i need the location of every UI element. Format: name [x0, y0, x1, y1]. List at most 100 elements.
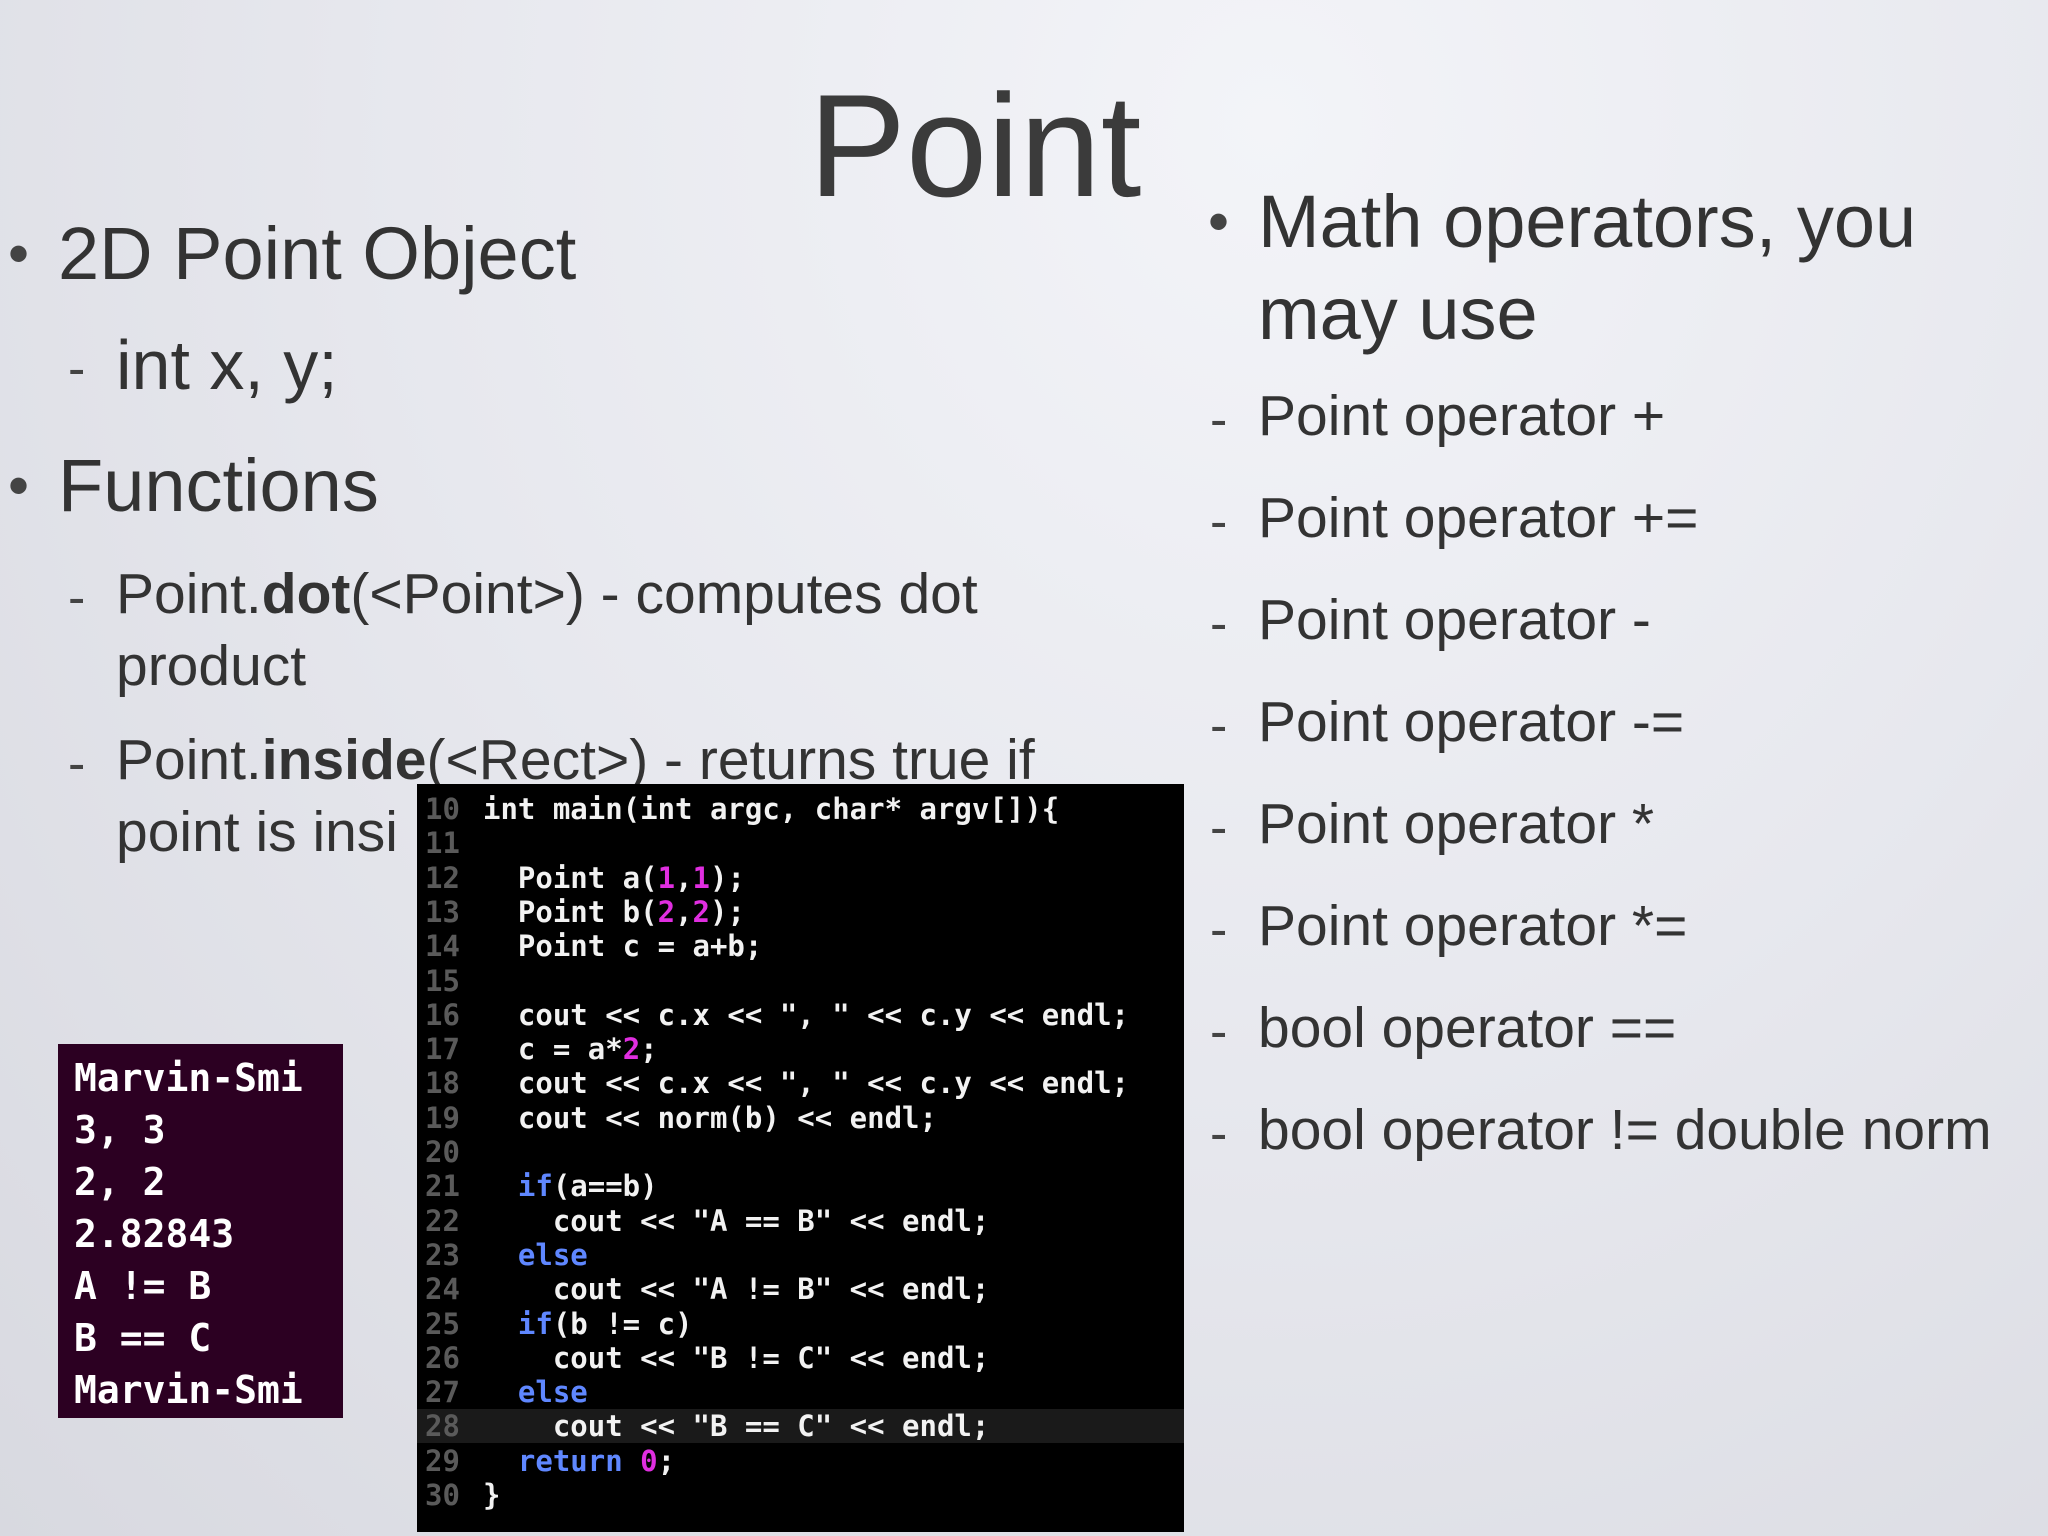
code-line[interactable]: 19 cout << norm(b) << endl;	[417, 1101, 1184, 1135]
code-line[interactable]: 21 if(a==b)	[417, 1169, 1184, 1203]
keyword: else	[517, 1237, 588, 1272]
code-text: cout << norm(b) << endl;	[483, 1100, 937, 1135]
code-line[interactable]: 17 c = a*2;	[417, 1032, 1184, 1066]
code-line[interactable]: 24 cout << "A != B" << endl;	[417, 1272, 1184, 1306]
bullet-functions: • Functions	[8, 440, 1118, 558]
bullet-marker: •	[1208, 188, 1230, 255]
code-line[interactable]: 30}	[417, 1478, 1184, 1512]
code-line[interactable]: 26 cout << "B != C" << endl;	[417, 1341, 1184, 1375]
code-line[interactable]: 13 Point b(2,2);	[417, 895, 1184, 929]
dash-marker: -	[1210, 493, 1228, 551]
line-number: 29	[425, 1443, 460, 1478]
dash-marker: -	[68, 340, 86, 398]
operator-text: Point operator *=	[1258, 894, 1688, 958]
line-number: 27	[425, 1375, 460, 1410]
code-text: c = a*2;	[483, 1032, 658, 1067]
bullet-dot-function: - Point.dot(<Point>) - computes dot prod…	[68, 558, 1118, 724]
code-text: cout << c.x << ", " << c.y << endl;	[483, 997, 1130, 1032]
number-literal: 0	[640, 1443, 658, 1478]
dash-marker: -	[1210, 799, 1228, 857]
code-text: cout << "B == C" << endl;	[483, 1409, 990, 1444]
operator-item: - Point operator *=	[1210, 890, 2018, 992]
code-text: cout << "A != B" << endl;	[483, 1272, 990, 1307]
code-text: cout << c.x << ", " << c.y << endl;	[483, 1066, 1130, 1101]
line-number: 18	[425, 1066, 460, 1101]
line-number: 22	[425, 1203, 460, 1238]
operator-text: Point operator *	[1258, 792, 1655, 856]
code-text: else	[483, 1238, 588, 1272]
code-line[interactable]: 11	[417, 826, 1184, 860]
dash-marker: -	[1210, 697, 1228, 755]
function-name: dot	[261, 562, 351, 626]
code-text: cout << "B != C" << endl;	[483, 1340, 990, 1375]
line-number: 20	[425, 1135, 460, 1169]
code-line[interactable]: 15	[417, 964, 1184, 998]
dash-marker: -	[68, 569, 86, 627]
code-line[interactable]: 18 cout << c.x << ", " << c.y << endl;	[417, 1066, 1184, 1100]
operator-text: Point operator -	[1258, 588, 1651, 652]
bullet-marker: •	[8, 452, 30, 519]
dash-marker: -	[1210, 1003, 1228, 1061]
line-number: 13	[425, 894, 460, 929]
right-bullet-list: • Math operators, you may use - Point op…	[1208, 176, 2018, 1166]
code-line[interactable]: 28 cout << "B == C" << endl;	[417, 1409, 1184, 1444]
code-line[interactable]: 12 Point a(1,1);	[417, 861, 1184, 895]
operator-text: Point operator +=	[1258, 486, 1699, 550]
line-number: 23	[425, 1237, 460, 1272]
terminal-line: A != B	[74, 1264, 212, 1308]
line-number: 30	[425, 1478, 460, 1512]
dash-marker: -	[1210, 1105, 1228, 1163]
number-literal: 1	[657, 860, 676, 895]
line-number: 15	[425, 963, 460, 998]
bullet-math-operators: • Math operators, you may use	[1208, 176, 2018, 380]
line-number: 16	[425, 997, 460, 1032]
keyword: if	[517, 1306, 553, 1341]
code-text: Point c = a+b;	[483, 929, 763, 964]
line-number: 25	[425, 1306, 460, 1341]
operator-item: - bool operator ==	[1210, 992, 2018, 1094]
number-literal: 1	[692, 860, 711, 895]
line-number: 14	[425, 929, 460, 964]
code-line[interactable]: 23 else	[417, 1238, 1184, 1272]
number-literal: 2	[692, 894, 711, 929]
code-text: int main(int argc, char* argv[]){	[483, 792, 1060, 826]
code-line[interactable]: 27 else	[417, 1375, 1184, 1409]
line-number: 19	[425, 1100, 460, 1135]
line-number: 21	[425, 1169, 460, 1204]
keyword: if	[517, 1169, 553, 1204]
number-literal: 2	[622, 1032, 641, 1067]
terminal-line: Marvin-Smi	[74, 1056, 303, 1100]
code-line[interactable]: 16 cout << c.x << ", " << c.y << endl;	[417, 998, 1184, 1032]
operator-text: Point operator +	[1258, 384, 1666, 448]
code-text: if(b != c)	[517, 1306, 693, 1341]
operator-item: - Point operator *	[1210, 788, 2018, 890]
number-literal: 2	[657, 894, 676, 929]
bullet-text: 2D Point Object	[58, 212, 577, 295]
slide-title: Point	[808, 64, 1142, 227]
operator-text: Point operator -=	[1258, 690, 1685, 754]
line-number: 11	[425, 826, 460, 861]
code-line[interactable]: 14 Point c = a+b;	[417, 929, 1184, 963]
string-literal: ", "	[779, 997, 850, 1032]
dash-marker: -	[1210, 595, 1228, 653]
string-literal: ", "	[779, 1066, 850, 1101]
code-line[interactable]: 25 if(b != c)	[417, 1307, 1184, 1341]
operator-item: - Point operator +=	[1210, 482, 2018, 584]
function-prefix: Point.	[116, 562, 262, 626]
operator-item: - Point operator -=	[1210, 686, 2018, 788]
dash-marker: -	[1210, 391, 1228, 449]
string-literal: "B == C"	[692, 1409, 833, 1444]
code-line[interactable]: 22 cout << "A == B" << endl;	[417, 1204, 1184, 1238]
bullet-text: int x, y;	[116, 326, 338, 404]
code-text: cout << "A == B" << endl;	[483, 1203, 990, 1238]
operator-item: - Point operator +	[1210, 380, 2018, 482]
code-line[interactable]: 29 return 0;	[417, 1444, 1184, 1478]
terminal-line: Marvin-Smi	[74, 1368, 303, 1412]
terminal-line: B == C	[74, 1316, 212, 1360]
code-line[interactable]: 20	[417, 1135, 1184, 1169]
bullet-int-xy: - int x, y;	[68, 320, 1118, 440]
bullet-inside-function: - Point.inside(<Rect>) - returns true if…	[68, 724, 1118, 868]
